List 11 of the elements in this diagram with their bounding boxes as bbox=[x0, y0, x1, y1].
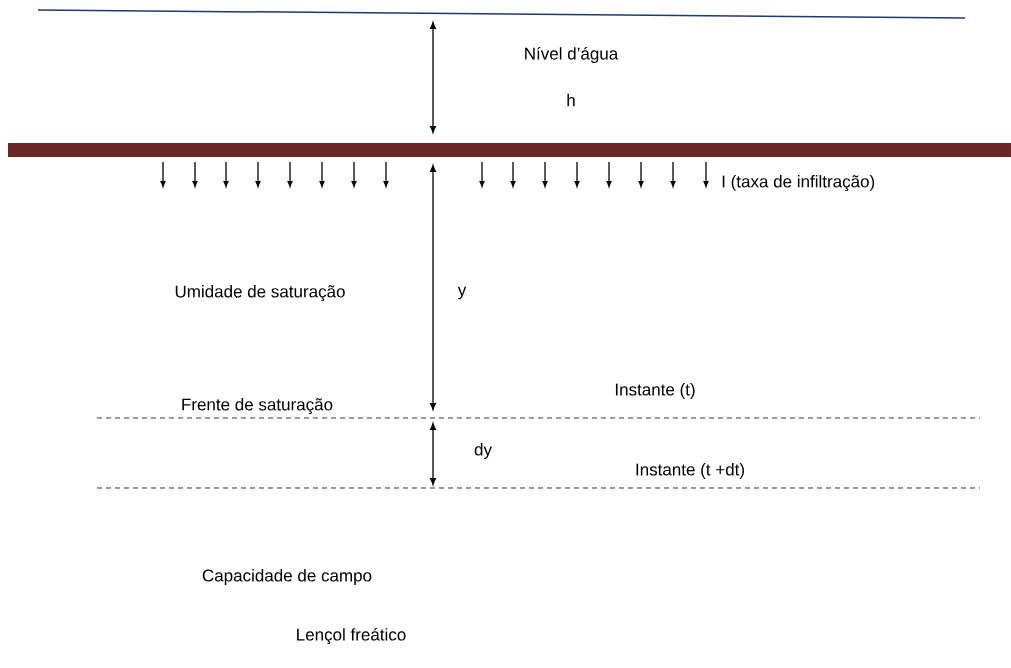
label: Umidade de saturação bbox=[175, 285, 345, 301]
label: Instante (t +dt) bbox=[636, 463, 744, 479]
label: Capacidade de campo bbox=[202, 569, 372, 585]
label: Instante (t) bbox=[615, 383, 695, 399]
label: I (taxa de infiltração) bbox=[722, 175, 875, 191]
dimension-label: y bbox=[457, 286, 467, 300]
dimension-label: h bbox=[567, 93, 575, 107]
label: Frente de saturação bbox=[182, 398, 333, 414]
label: Nível d’água bbox=[525, 46, 619, 63]
dimension-label: dy bbox=[474, 443, 492, 459]
label: Lençol freático bbox=[297, 627, 406, 645]
